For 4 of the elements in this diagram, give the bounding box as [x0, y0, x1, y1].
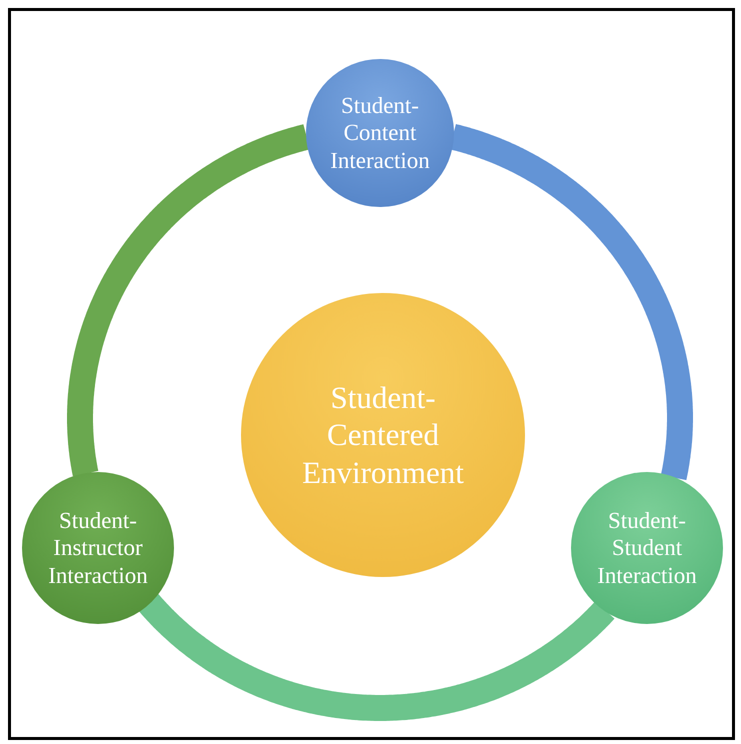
circle-label: Student-Instructor Interaction: [47, 506, 149, 590]
circle-label: Student-Content Interaction: [329, 92, 431, 174]
circle-label: Student-Centered Environment: [301, 379, 465, 491]
circle-label: Student-Student Interaction: [596, 506, 698, 590]
